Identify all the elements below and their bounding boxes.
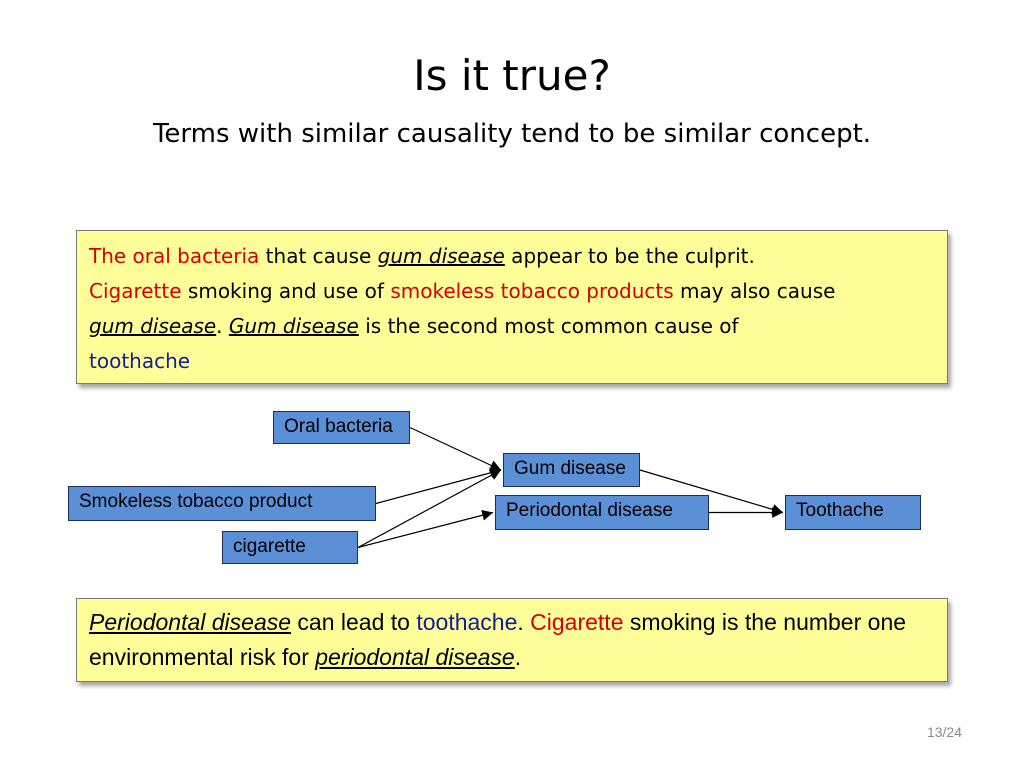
node-gum-disease: Gum disease: [503, 453, 640, 487]
term-toothache: toothache: [89, 349, 191, 373]
term-gum-disease: Gum disease: [228, 314, 359, 338]
node-oral-bacteria: Oral bacteria: [273, 411, 410, 444]
term-smokeless-tobacco: smokeless tobacco products: [390, 279, 674, 303]
text-fragment: can lead to: [291, 609, 417, 635]
text-fragment: smoking is the number one environmental …: [89, 609, 907, 670]
text-fragment: smoking and use of: [181, 279, 391, 303]
top-callout: The oral bacteria that cause gum disease…: [76, 230, 948, 384]
bottom-callout: Periodontal disease can lead to toothach…: [76, 598, 948, 682]
node-toothache: Toothache: [785, 495, 921, 530]
term-periodontal-disease: periodontal disease: [315, 644, 515, 670]
term-cigarette: Cigarette: [530, 609, 624, 635]
text-fragment: .: [514, 644, 522, 670]
edge-cigarette-to-gum_disease: [357, 469, 502, 549]
edge-cigarette-to-periodontal_disease: [357, 509, 494, 549]
node-periodontal-disease: Periodontal disease: [495, 495, 709, 530]
term-oral-bacteria: The oral bacteria: [89, 244, 260, 268]
edge-gum_disease-to-toothache: [639, 469, 784, 515]
term-toothache: toothache: [416, 609, 518, 635]
term-gum-disease: gum disease: [89, 314, 217, 338]
slide-title: Is it true?: [413, 51, 611, 100]
text-fragment: appear to be the culprit.: [504, 244, 755, 268]
text-fragment: .: [517, 609, 531, 635]
node-smokeless-tobacco-product: Smokeless tobacco product: [68, 486, 376, 521]
edge-smokeless_tobacco-to-gum_disease: [375, 467, 502, 505]
text-fragment: .: [216, 314, 229, 338]
slide-subtitle: Terms with similar causality tend to be …: [152, 119, 872, 149]
term-cigarette: Cigarette: [89, 279, 182, 303]
text-fragment: may also cause: [673, 279, 836, 303]
edge-oral_bacteria-to-gum_disease: [409, 426, 502, 471]
term-periodontal-disease: Periodontal disease: [89, 609, 292, 635]
term-gum-disease: gum disease: [377, 244, 505, 268]
text-fragment: that cause: [259, 244, 378, 268]
text-fragment: is the second most common cause of: [358, 314, 739, 338]
page-number: 13/24: [926, 724, 962, 740]
node-cigarette: cigarette: [222, 531, 358, 564]
